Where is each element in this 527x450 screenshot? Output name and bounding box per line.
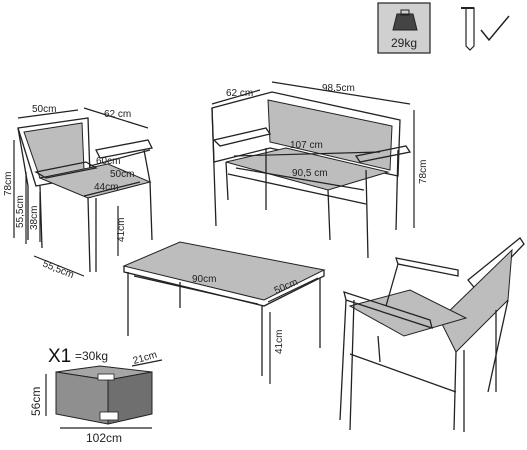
package-box [55,365,153,425]
armchair-seat-inner-width-label: 50cm [110,169,134,180]
bench-width-label: 98,5cm [322,83,355,94]
table-drawing [122,241,326,376]
package-depth-label: 21cm [132,350,159,367]
armchair-right-drawing [339,237,525,432]
weight-icon [377,2,431,54]
armchair-width-label: 50cm [32,104,56,115]
package-weight-label: =30kg [75,349,108,363]
armchair-leg-height-label: 41cm [116,218,127,242]
checkmark-icon [480,15,510,42]
package-height-label: 56cm [29,387,43,416]
package-length-label: 102cm [86,431,122,445]
armchair-drawing [17,117,153,273]
armchair-height-label: 78cm [3,172,14,196]
armchair-seat-width-label: 44cm [94,182,118,193]
armchair-seat-depth-label: 60cm [96,156,120,167]
armchair-depth-label: 62 cm [104,109,131,120]
armchair-seat-height-label: 55,5cm [15,195,26,228]
weight-label: 29kg [391,36,417,50]
bench-height-label: 78cm [418,160,429,184]
bench-inner-width-label: 107 cm [290,140,323,151]
armchair-arm-height-label: 38cm [29,206,40,230]
table-length-label: 90cm [192,274,216,285]
armchair-base-depth-label: 55,5cm [41,259,76,281]
bench-seat-width-label: 90,5 cm [292,168,328,179]
table-height-label: 41cm [274,330,285,354]
package-count-label: X1 [48,346,71,367]
bench-depth-label: 62 cm [226,88,253,99]
allen-key-icon [461,7,475,51]
